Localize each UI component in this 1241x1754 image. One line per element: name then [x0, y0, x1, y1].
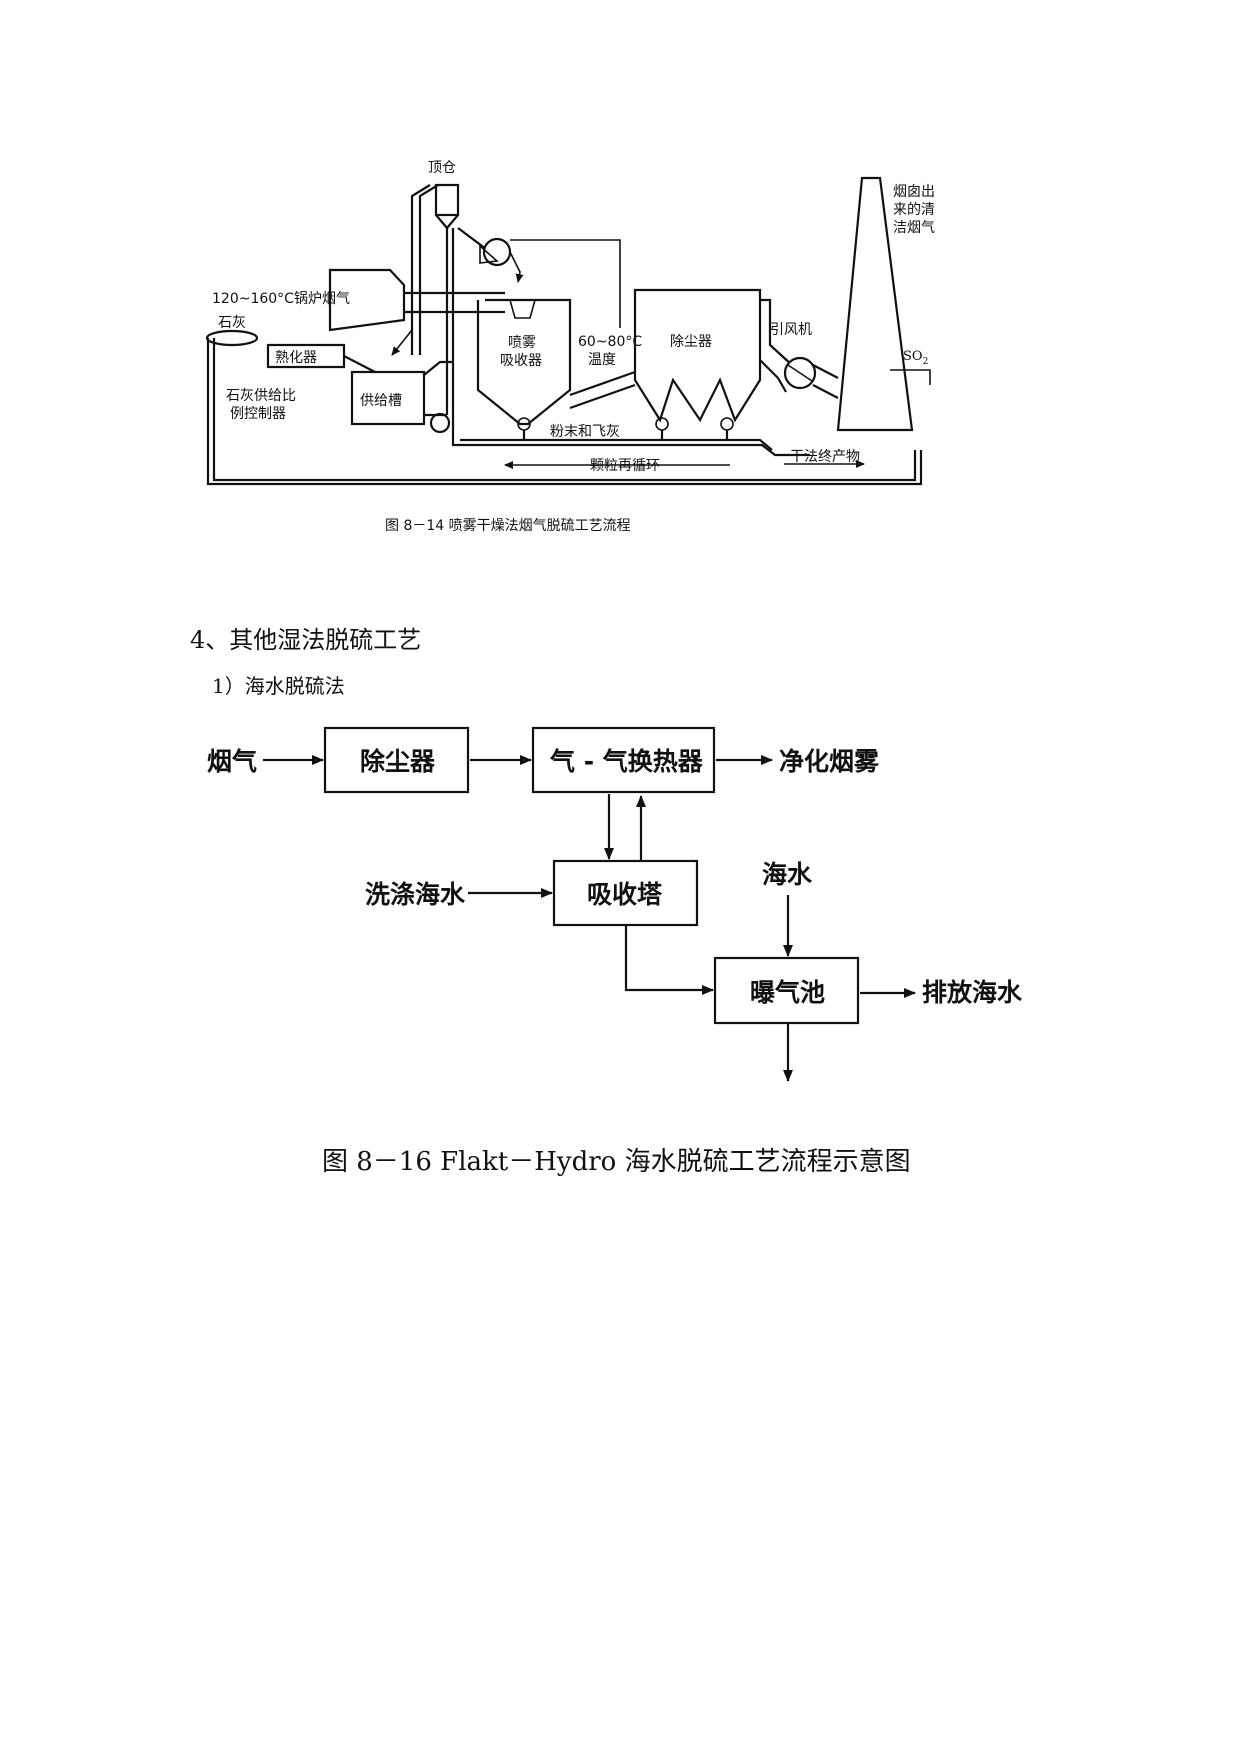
- dust-collector: [633, 288, 762, 423]
- chimney: [836, 176, 914, 432]
- top-bin-cone: [435, 214, 459, 230]
- label-chimney-3: 洁烟气: [893, 220, 935, 236]
- feed-to-absorber: [509, 251, 524, 283]
- boiler-duct: [328, 268, 406, 332]
- absorber-outlet-duct: [569, 370, 636, 397]
- label-slaker: 熟化器: [275, 350, 317, 366]
- spray-absorber: [476, 298, 572, 426]
- label-spray-2: 吸收器: [500, 353, 542, 369]
- bin-feed-pipe: [418, 184, 439, 355]
- box-gas-gas-heater: [531, 726, 716, 794]
- label-spray-1: 喷雾: [508, 335, 536, 351]
- label-chimney-2: 来的清: [893, 202, 935, 218]
- atomizer-icon: [508, 299, 537, 319]
- top-bin: [434, 183, 460, 217]
- bin-to-tank-arrow: [391, 329, 413, 356]
- label-gas-gas-heater: 气 - 气换热器: [549, 747, 704, 776]
- feed-tank-box: [350, 370, 426, 426]
- label-seawater: 海水: [762, 860, 813, 889]
- recycle-line-upper: [451, 415, 810, 457]
- fig1-caption: 图 8－14 喷雾干燥法烟气脱硫工艺流程: [385, 518, 631, 534]
- so2-probe-line: [890, 369, 931, 385]
- label-feed-tank: 供给槽: [360, 393, 402, 409]
- fig2-caption: 图 8－16 Flakt－Hydro 海水脱硫工艺流程示意图: [322, 1147, 911, 1177]
- fan-outlet-duct: [812, 364, 839, 379]
- label-powder: 粉末和飞灰: [550, 424, 620, 440]
- label-so2: SO2: [903, 349, 928, 367]
- label-ratio-1: 石灰供给比: [226, 388, 296, 404]
- collector-valve-1: [655, 417, 669, 431]
- temperature-control-line: [510, 239, 621, 328]
- label-temp-1: 60~80°C: [578, 334, 642, 350]
- tank-return-line: [423, 360, 452, 376]
- label-ratio-2: 例控制器: [230, 406, 286, 422]
- section-heading: 4、其他湿法脱硫工艺: [190, 626, 421, 654]
- bin-feed-pipe-outer: [410, 184, 431, 355]
- box-dust-collector: [323, 726, 470, 794]
- label-boiler-gas: 120~160°C锅炉烟气: [212, 291, 350, 307]
- label-absorber: 吸收塔: [587, 880, 663, 909]
- fan-inlet-duct-2: [759, 359, 787, 393]
- slaker-to-tank: [343, 355, 376, 373]
- spray-drying-fgd-diagram: 顶仓 烟囱出 来的清 洁烟气 120~160°C锅炉烟气 石灰 熟化器 喷雾 吸…: [205, 160, 935, 534]
- valve-icon: [479, 244, 499, 264]
- arrow-absorber-to-aeration: [624, 925, 714, 995]
- feed-pump-icon: [429, 412, 451, 434]
- outer-supply-loop: [212, 338, 917, 482]
- label-clean-smoke: 净化烟雾: [779, 747, 880, 776]
- seawater-fgd-diagram: 烟气 除尘器 气 - 气换热器 净化烟雾 洗涤海水 吸收塔 海水 曝气池 排放海…: [207, 726, 1023, 1177]
- label-chimney-1: 烟囱出: [893, 184, 935, 200]
- recycle-line-upper-2: [460, 438, 773, 451]
- outer-supply-loop-inner: [206, 338, 923, 486]
- label-discharge: 排放海水: [922, 978, 1023, 1007]
- collector-valve-2: [720, 417, 734, 431]
- label-dust-collector: 除尘器: [670, 334, 712, 350]
- label-flue-gas: 烟气: [207, 747, 257, 776]
- label-dust: 除尘器: [360, 747, 436, 776]
- absorber-outlet-duct-2: [569, 383, 636, 410]
- label-wash-seawater: 洗涤海水: [365, 880, 466, 909]
- label-top-bin: 顶仓: [428, 160, 456, 176]
- fan-outlet-duct-2: [812, 384, 839, 399]
- lime-silo-icon: [205, 329, 259, 347]
- label-dry-product: 干法终产物: [790, 449, 860, 465]
- label-fan: 引风机: [770, 322, 812, 338]
- fan-inlet-duct: [760, 298, 793, 366]
- label-lime: 石灰: [218, 315, 246, 331]
- label-recycle: 颗粒再循环: [590, 458, 660, 474]
- fan-blade-icon: [787, 364, 813, 382]
- label-temp-2: 温度: [588, 352, 616, 368]
- box-aeration-basin: [713, 956, 860, 1025]
- box-absorber: [552, 859, 699, 927]
- section-subheading: 1）海水脱硫法: [212, 674, 345, 698]
- label-aeration: 曝气池: [750, 978, 825, 1007]
